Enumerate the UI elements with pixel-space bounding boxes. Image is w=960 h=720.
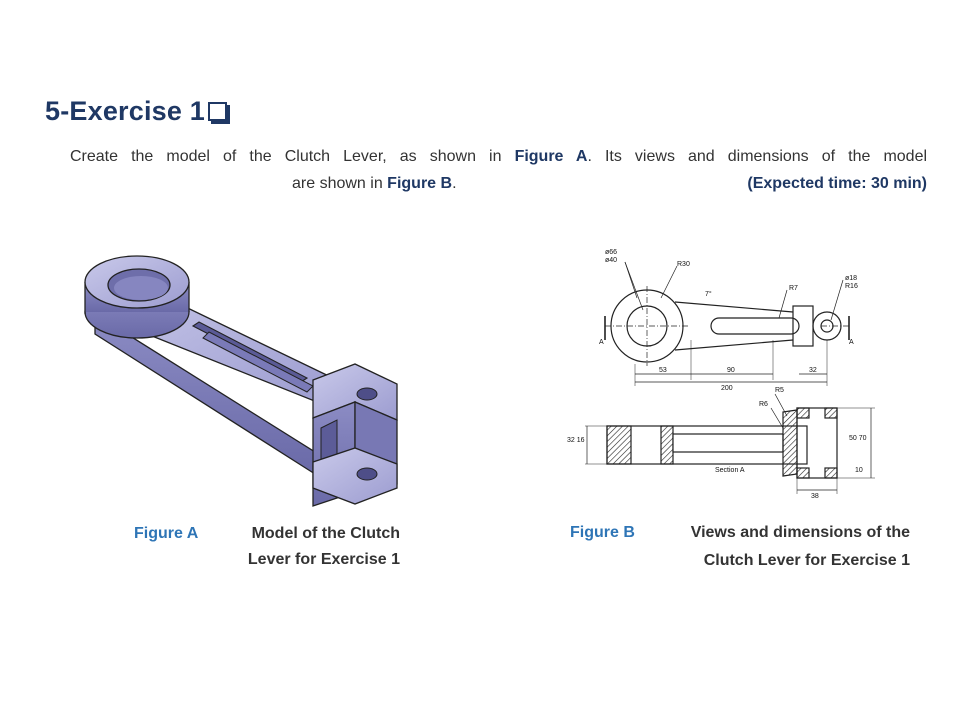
description-line-2: are shown in Figure B. (Expected time: 3… <box>70 170 927 197</box>
clutch-lever-drawing-image: ø66 ø40 R30 R7 ø18 R16 7° 53 90 32 200 R… <box>567 249 875 500</box>
figure-b-caption-line1: Views and dimensions of the <box>690 524 910 541</box>
dim-r7: R7 <box>789 285 798 292</box>
figure-a-reference: Figure A <box>514 148 588 165</box>
exercise-description: Create the model of the Clutch Lever, as… <box>70 143 927 197</box>
dim-32-16: 32 16 <box>567 437 585 444</box>
dim-r16: R16 <box>845 283 858 290</box>
section-label: Section A <box>715 467 745 474</box>
dim-r30: R30 <box>677 261 690 268</box>
figure-b-reference: Figure B <box>387 175 453 192</box>
dim-90: 90 <box>727 367 735 374</box>
dim-angle: 7° <box>705 290 712 298</box>
dim-32: 32 <box>809 367 817 374</box>
dim-10: 10 <box>855 467 863 474</box>
figure-a-caption: Figure A Model of the Clutch Lever for E… <box>134 521 400 573</box>
checkbox-bullet-icon <box>208 102 228 121</box>
section-marker-left: A <box>599 339 604 346</box>
figure-a-label: Figure A <box>134 525 199 542</box>
figure-b-label: Figure B <box>570 524 635 541</box>
clutch-lever-model-image <box>84 255 398 507</box>
dim-d40: ø40 <box>605 257 617 264</box>
figure-b-caption-line2: Clutch Lever for Exercise 1 <box>703 552 910 569</box>
dim-r5: R5 <box>775 387 784 394</box>
dim-r6: R6 <box>759 401 768 408</box>
figure-a-caption-line1: Model of the Clutch <box>251 525 400 542</box>
section-marker-right: A <box>849 339 854 346</box>
dim-53: 53 <box>659 367 667 374</box>
expected-time: (Expected time: 30 min) <box>747 175 927 192</box>
title-text: 5-Exercise 1 <box>45 96 206 126</box>
figure-b-caption: Figure B Views and dimensions of the Clu… <box>570 519 910 575</box>
dim-200: 200 <box>721 385 733 392</box>
description-line-1: Create the model of the Clutch Lever, as… <box>70 148 928 165</box>
dim-d18: ø18 <box>845 275 857 282</box>
slide-title: 5-Exercise 1 <box>45 96 228 127</box>
dim-50-70: 50 70 <box>849 435 867 442</box>
dim-d66: ø66 <box>605 249 617 256</box>
figure-a-caption-line2: Lever for Exercise 1 <box>247 551 400 568</box>
dim-38: 38 <box>811 493 819 500</box>
